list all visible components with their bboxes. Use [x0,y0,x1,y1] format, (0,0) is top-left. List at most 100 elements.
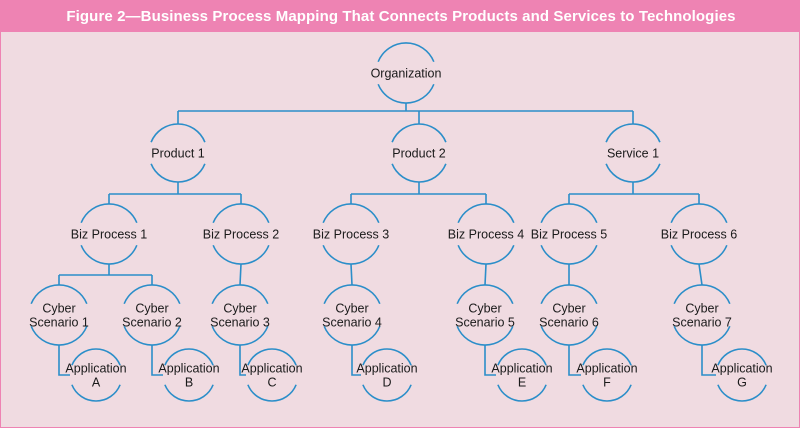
node-label: Service 1 [607,147,659,161]
node-label: Cyber [685,302,718,316]
node-arc-bottom [717,384,767,402]
node-label: Scenario 3 [210,316,270,330]
node-arc-top [497,348,547,366]
node-label: Scenario 6 [539,316,599,330]
node-label: Biz Process 5 [531,228,607,242]
node-arc-top [673,284,731,305]
node-arc-top [377,42,435,63]
connector-line [350,263,353,286]
node-arc-bottom [497,384,547,402]
node-label: Cyber [135,302,168,316]
node-arc-bottom [322,244,380,265]
node-service1: Service 1 [605,123,661,183]
connector-line [484,263,487,286]
node-arc-top [323,284,381,305]
node-biz5: Biz Process 5 [531,203,607,265]
node-arc-top [322,203,380,224]
node-label: Biz Process 1 [71,228,147,242]
node-arc-top [80,203,138,224]
node-label: Cyber [335,302,368,316]
connector-elbow [351,345,361,376]
connector-line [698,263,703,286]
node-label: Application [576,362,637,376]
node-arc-top [362,348,412,366]
node-label: Biz Process 3 [313,228,389,242]
node-arc-bottom [30,325,88,346]
node-arc-bottom [80,244,138,265]
node-arc-bottom [323,325,381,346]
node-arc-bottom [71,384,121,402]
connector-elbow [58,345,70,376]
node-label: Organization [371,67,442,81]
node-label: Application [711,362,772,376]
node-arc-bottom [605,163,661,183]
node-arc-top [123,284,181,305]
node-arc-top [605,123,661,143]
node-label: Application [241,362,302,376]
node-arc-bottom [164,384,214,402]
node-label: C [267,376,276,390]
connector-elbow [568,345,581,376]
node-label: Application [158,362,219,376]
node-label: B [185,376,193,390]
node-arc-bottom [540,325,598,346]
node-arc-top [717,348,767,366]
node-label: Product 2 [392,147,446,161]
node-organization: Organization [371,42,442,104]
node-biz3: Biz Process 3 [313,203,389,265]
node-label: F [603,376,611,390]
node-arc-top [540,284,598,305]
node-label: Application [356,362,417,376]
connector-elbow [151,345,163,376]
node-arc-top [456,284,514,305]
node-product2: Product 2 [391,123,447,183]
connector-line [239,263,242,286]
node-arc-bottom [391,163,447,183]
node-arc-top [71,348,121,366]
node-arc-bottom [377,83,435,104]
node-label: D [382,376,391,390]
figure-title: Figure 2—Business Process Mapping That C… [1,1,800,32]
node-arc-bottom [123,325,181,346]
node-biz1: Biz Process 1 [71,203,147,265]
node-arc-top [212,203,270,224]
node-arc-bottom [247,384,297,402]
node-arc-top [391,123,447,143]
node-label: A [92,376,101,390]
node-label: Scenario 5 [455,316,515,330]
node-arc-bottom [540,244,598,265]
node-label: Biz Process 2 [203,228,279,242]
node-arc-top [30,284,88,305]
node-arc-bottom [670,244,728,265]
node-label: Scenario 7 [672,316,732,330]
node-label: Application [491,362,552,376]
connector-elbow [239,345,246,376]
connector-lines [58,103,716,376]
node-label: Cyber [468,302,501,316]
node-arc-bottom [362,384,412,402]
node-arc-bottom [212,244,270,265]
node-label: Scenario 2 [122,316,182,330]
node-biz2: Biz Process 2 [203,203,279,265]
node-arc-bottom [211,325,269,346]
node-label: Biz Process 4 [448,228,524,242]
node-product1: Product 1 [150,123,206,183]
node-label: Biz Process 6 [661,228,737,242]
connector-elbow [701,345,716,376]
node-biz6: Biz Process 6 [661,203,737,265]
node-arc-bottom [582,384,632,402]
node-label: Application [65,362,126,376]
node-label: Scenario 4 [322,316,382,330]
node-label: Product 1 [151,147,205,161]
